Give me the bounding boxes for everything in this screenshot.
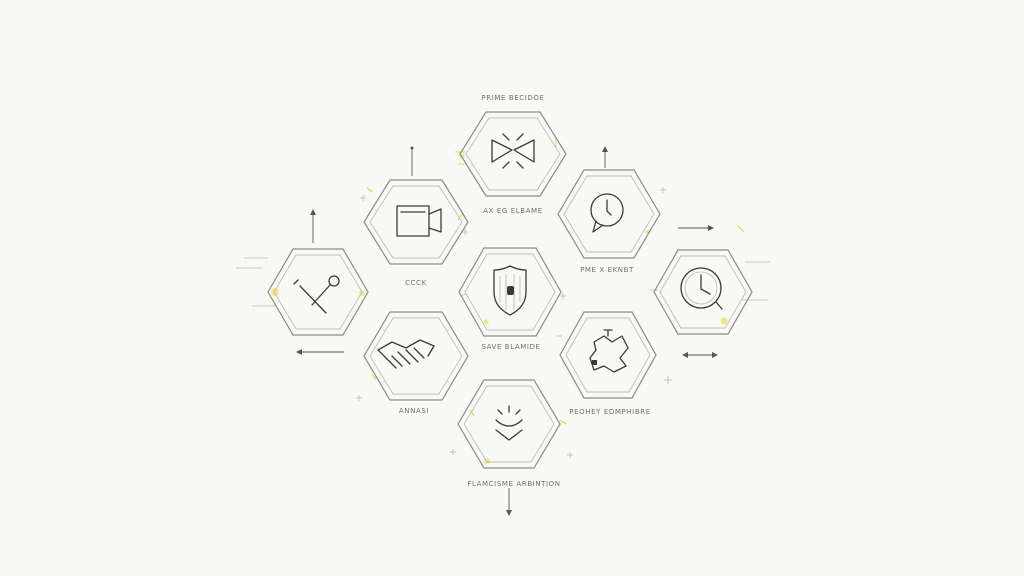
label-camera: AX EG ELBAME: [483, 207, 542, 215]
hex-node-handshake: [363, 311, 469, 401]
shield-icon: [493, 265, 527, 316]
handshake-icon: [377, 339, 435, 369]
label-cook: CCCK: [405, 279, 427, 287]
camera-icon: [396, 205, 442, 237]
clock-icon: [590, 193, 624, 233]
label-shield: SAVE BLAMIDE: [481, 343, 540, 351]
stopwatch-icon: [680, 267, 723, 310]
label-analysis: ANNASI: [399, 407, 429, 415]
puzzle-icon: [589, 329, 629, 373]
hex-node-puzzle: [559, 311, 657, 399]
hex-node-stopwatch: [653, 249, 753, 335]
hex-node-camera: [363, 179, 469, 265]
arrows-icon: [491, 133, 535, 169]
crossing-arrows-icon: [495, 405, 523, 441]
label-top: PRIME BECIDOE: [481, 94, 544, 102]
hex-node-top: [459, 111, 567, 197]
label-bottom: FLAMCISME ARBINTION: [467, 480, 560, 488]
hex-node-bottom: [457, 379, 561, 469]
tools-icon: [293, 275, 340, 314]
hex-node-clock: [557, 169, 661, 259]
label-clock: PME X EKNBT: [580, 266, 634, 274]
decorative-strokes: [236, 138, 770, 464]
connector-arrows: [296, 146, 718, 516]
hex-node-shield: [458, 247, 562, 337]
label-puzzle: PEOHEY EDMPHIBRE: [569, 408, 650, 416]
diagram-labels: PRIME BECIDOE AX EG ELBAME PME X EKNBT C…: [399, 94, 650, 488]
hex-node-tools: [267, 248, 369, 336]
